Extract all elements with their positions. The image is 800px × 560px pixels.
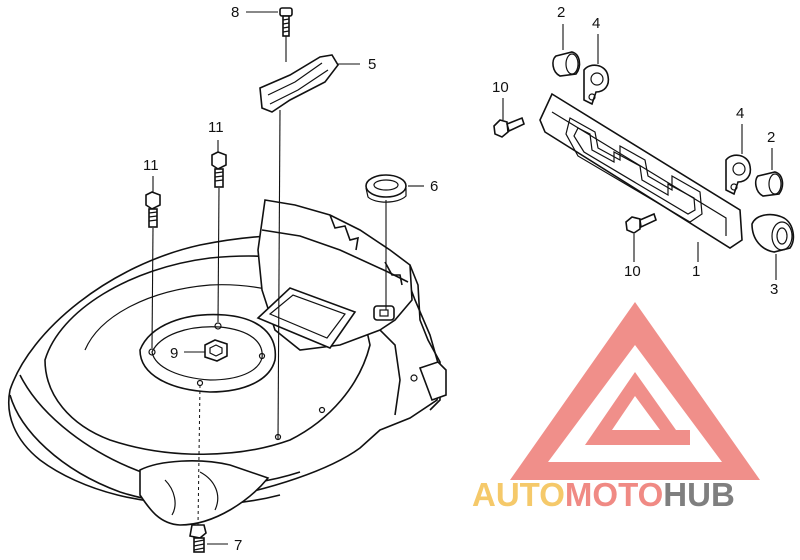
bolt-10-top xyxy=(493,98,525,138)
callout-5: 5 xyxy=(368,56,376,73)
callout-2-right: 2 xyxy=(767,129,775,146)
callout-2-top: 2 xyxy=(557,4,565,21)
callout-10-top: 10 xyxy=(492,79,509,96)
watermark-text: AUTOMOTOHUB xyxy=(472,476,735,513)
deck-motor-mount xyxy=(139,313,277,393)
watermark-triangle-icon xyxy=(510,302,760,480)
callout-9: 9 xyxy=(170,345,178,362)
bolt-10-bottom xyxy=(625,212,657,262)
bolt-7 xyxy=(189,384,207,553)
clamp-4-top xyxy=(583,34,610,106)
callout-4-top: 4 xyxy=(592,15,600,32)
watermark-inner-mark-icon xyxy=(585,372,690,445)
deck-inner-rim xyxy=(44,255,371,456)
mower-deck xyxy=(8,199,447,526)
watermark-auto: AUTO xyxy=(472,476,565,513)
grommet-6 xyxy=(365,174,407,310)
callout-11-right: 11 xyxy=(208,119,224,136)
callout-11-left: 11 xyxy=(143,157,159,174)
callout-8: 8 xyxy=(231,4,239,21)
collar-3 xyxy=(751,213,795,280)
watermark-logo xyxy=(510,302,760,480)
watermark-hub: HUB xyxy=(663,476,735,513)
clamp-4-right xyxy=(725,124,752,196)
callout-7: 7 xyxy=(234,537,242,554)
watermark-moto: MOTO xyxy=(565,476,663,513)
cover-5 xyxy=(259,54,339,441)
deck-bumper xyxy=(139,460,270,526)
center-nut xyxy=(204,339,228,362)
collar-2-right xyxy=(754,148,784,197)
collar-2-top xyxy=(552,24,581,77)
baffle-plate-1 xyxy=(539,92,743,262)
callout-3: 3 xyxy=(770,281,778,298)
callout-1: 1 xyxy=(692,263,700,280)
callout-10-bottom: 10 xyxy=(624,263,641,280)
bolt-8 xyxy=(279,7,293,62)
callout-6: 6 xyxy=(430,178,438,195)
callout-4-right: 4 xyxy=(736,105,744,122)
bolt-11-left xyxy=(145,191,161,349)
